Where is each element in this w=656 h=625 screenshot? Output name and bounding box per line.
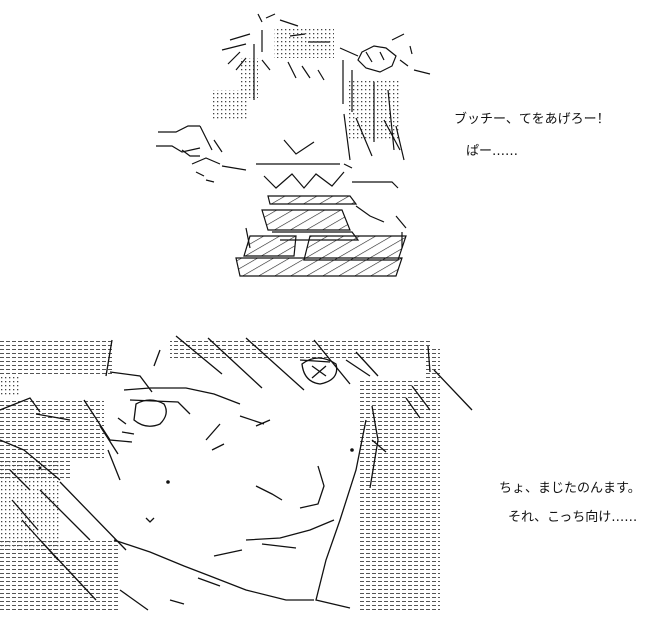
top-figure [156,13,431,277]
bottom-figure [0,335,473,611]
speech-line-bottom-1: ちょ、まじたのんます。 [499,481,641,496]
speech-line-top-1: ブッチー、てをあげろー！ [454,112,610,127]
speech-line-bottom-2: それ、こっち向け…… [508,510,638,525]
speech-line-top-2: ぱー…… [466,144,519,159]
